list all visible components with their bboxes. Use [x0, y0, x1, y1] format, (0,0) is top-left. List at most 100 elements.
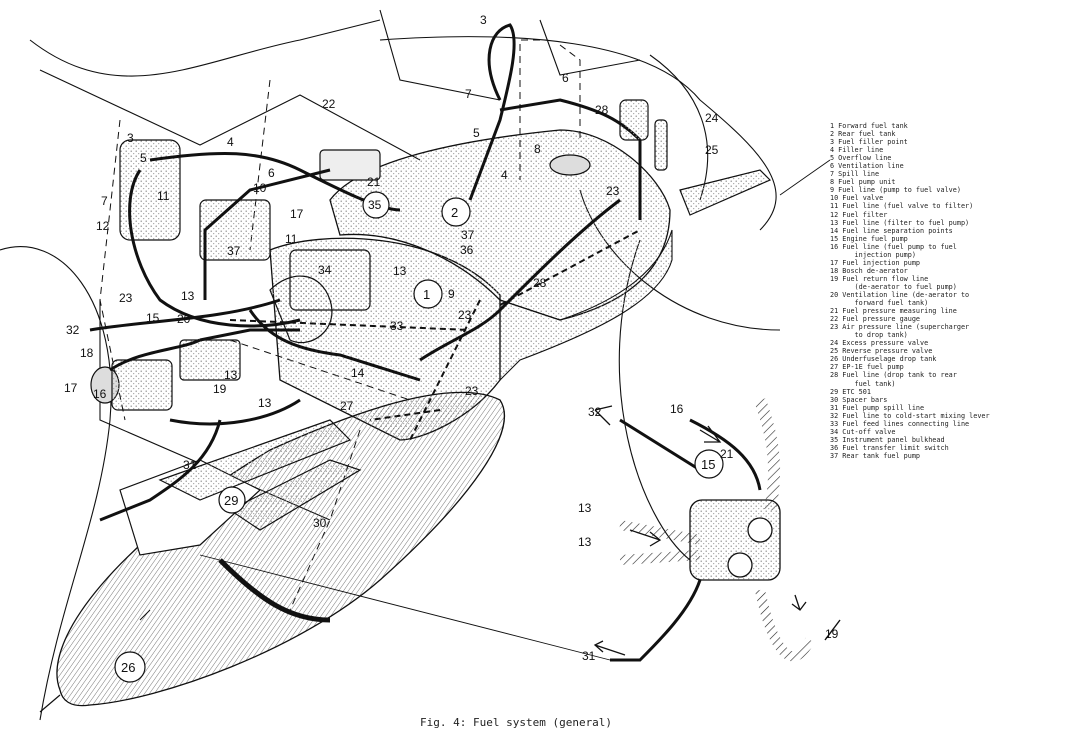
label-8: 8: [534, 142, 541, 156]
label-1: 1: [423, 287, 430, 302]
legend-item: 14 Fuel line separation points: [830, 226, 953, 235]
label-16-a: 16: [93, 387, 107, 401]
legend-item: 31 Fuel pump spill line: [830, 403, 925, 412]
label-15-inset: 15: [701, 457, 715, 472]
legend-item: 16 Fuel line (fuel pump to fuel: [830, 242, 957, 251]
legend-item: 35 Instrument panel bulkhead: [830, 435, 945, 444]
legend-item: 22 Fuel pressure gauge: [830, 315, 921, 324]
label-23-c: 23: [606, 184, 620, 198]
label-29: 29: [224, 493, 238, 508]
label-4-left: 4: [227, 135, 234, 149]
label-31-a: 31: [183, 458, 197, 472]
legend-item: 30 Spacer bars: [830, 395, 888, 404]
label-20: 20: [177, 312, 191, 326]
legend-item: 9 Fuel line (pump to fuel valve): [830, 186, 961, 195]
label-12: 12: [96, 219, 110, 233]
legend-item: injection pump): [830, 250, 916, 259]
figure-caption: Fig. 4: Fuel system (general): [420, 716, 613, 729]
label-22: 22: [322, 97, 336, 111]
label-17-a: 17: [64, 381, 78, 395]
legend-item: fuel tank): [830, 379, 896, 388]
label-27: 27: [340, 399, 354, 413]
valve-cluster: [549, 99, 772, 216]
label-6-left: 6: [268, 166, 275, 180]
label-31-b: 31: [582, 649, 596, 663]
label-34: 34: [318, 263, 332, 277]
legend-item: 5 Overflow line: [830, 154, 892, 163]
legend-item: 13 Fuel line (filter to fuel pump): [830, 218, 970, 227]
label-5-top: 5: [473, 126, 480, 140]
label-3-top: 3: [480, 13, 487, 27]
legend-item: 12 Fuel filter: [830, 210, 888, 219]
label-16-b: 16: [670, 402, 684, 416]
label-15: 15: [146, 311, 160, 325]
label-11-a: 11: [157, 189, 170, 203]
label-11-b: 11: [285, 232, 298, 246]
legend-item: 26 Underfuselage drop tank: [830, 355, 937, 364]
label-6-top: 6: [562, 71, 569, 85]
label-21-a: 21: [367, 175, 381, 189]
legend-item: 23 Air pressure line (supercharger: [830, 323, 970, 332]
legend-item: 33 Fuel feed lines connecting line: [830, 419, 970, 428]
legend-item: 25 Reverse pressure valve: [830, 347, 933, 356]
legend-item: 21 Fuel pressure measuring line: [830, 307, 957, 316]
callout-labels: 1 2 35 29 26 15 3 3 4 4 5 5 6 6 7 7 8 9 …: [64, 13, 839, 675]
label-28-b: 28: [533, 276, 547, 290]
label-19-a: 19: [213, 382, 227, 396]
label-26: 26: [121, 660, 135, 675]
engine-area: [90, 139, 381, 411]
label-35: 35: [368, 198, 382, 212]
label-23-a: 23: [119, 291, 133, 305]
legend-item: 20 Ventilation line (de-aerator to: [830, 290, 970, 299]
label-13-c: 13: [224, 368, 238, 382]
rear-fuel-tank: [329, 129, 673, 382]
legend-item: 24 Excess pressure valve: [830, 339, 929, 348]
label-13-a: 13: [181, 289, 195, 303]
label-10: 10: [253, 181, 267, 195]
label-4-tank: 4: [501, 168, 508, 182]
legend-item: 2 Rear fuel tank: [830, 130, 896, 139]
label-25: 25: [705, 143, 719, 157]
label-24: 24: [705, 111, 719, 125]
label-13-e: 13: [578, 501, 592, 515]
label-30: 30: [313, 516, 327, 530]
legend-item: 11 Fuel line (fuel valve to filter): [830, 202, 974, 211]
legend-item: 19 Fuel return flow line: [830, 274, 929, 283]
label-18: 18: [80, 346, 94, 360]
inset-fuel-pump: [593, 398, 841, 662]
label-32-a: 32: [66, 323, 80, 337]
label-37-a: 37: [461, 228, 475, 242]
legend-item: 6 Ventilation line: [830, 162, 904, 171]
label-14: 14: [351, 366, 365, 380]
circled-markers: [114, 191, 724, 683]
leader-lines: [199, 159, 831, 661]
legend-item: 37 Rear tank fuel pump: [830, 451, 921, 460]
legend-item: 8 Fuel pump unit: [830, 178, 896, 187]
label-28-a: 28: [595, 103, 609, 117]
legend-item: 36 Fuel transfer limit switch: [830, 443, 949, 452]
label-7-left: 7: [101, 194, 108, 208]
label-37-b: 37: [227, 244, 241, 258]
legend-item: 29 ETC 501: [830, 387, 871, 396]
label-7-top: 7: [465, 87, 472, 101]
legend-item: 10 Fuel valve: [830, 194, 884, 203]
legend-item: 32 Fuel line to cold-start mixing lever: [830, 411, 990, 420]
label-5-left: 5: [140, 151, 147, 165]
dashed-lines: [229, 229, 641, 441]
legend-item: (de-aerator to fuel pump): [830, 282, 957, 291]
legend-item: 17 Fuel injection pump: [830, 258, 921, 267]
label-19-b: 19: [825, 627, 839, 641]
label-32-b: 32: [588, 405, 602, 419]
legend-item: 15 Engine fuel pump: [830, 234, 908, 243]
label-36: 36: [460, 243, 474, 257]
legend-item: forward fuel tank): [830, 299, 929, 308]
legend-item: 4 Filler line: [830, 146, 884, 155]
fuselage-outline: [0, 9, 781, 721]
label-13-f: 13: [578, 535, 592, 549]
label-23-b: 23: [458, 308, 472, 322]
etc-rack: [119, 419, 362, 556]
legend-item: 18 Bosch de-aerator: [830, 266, 908, 275]
